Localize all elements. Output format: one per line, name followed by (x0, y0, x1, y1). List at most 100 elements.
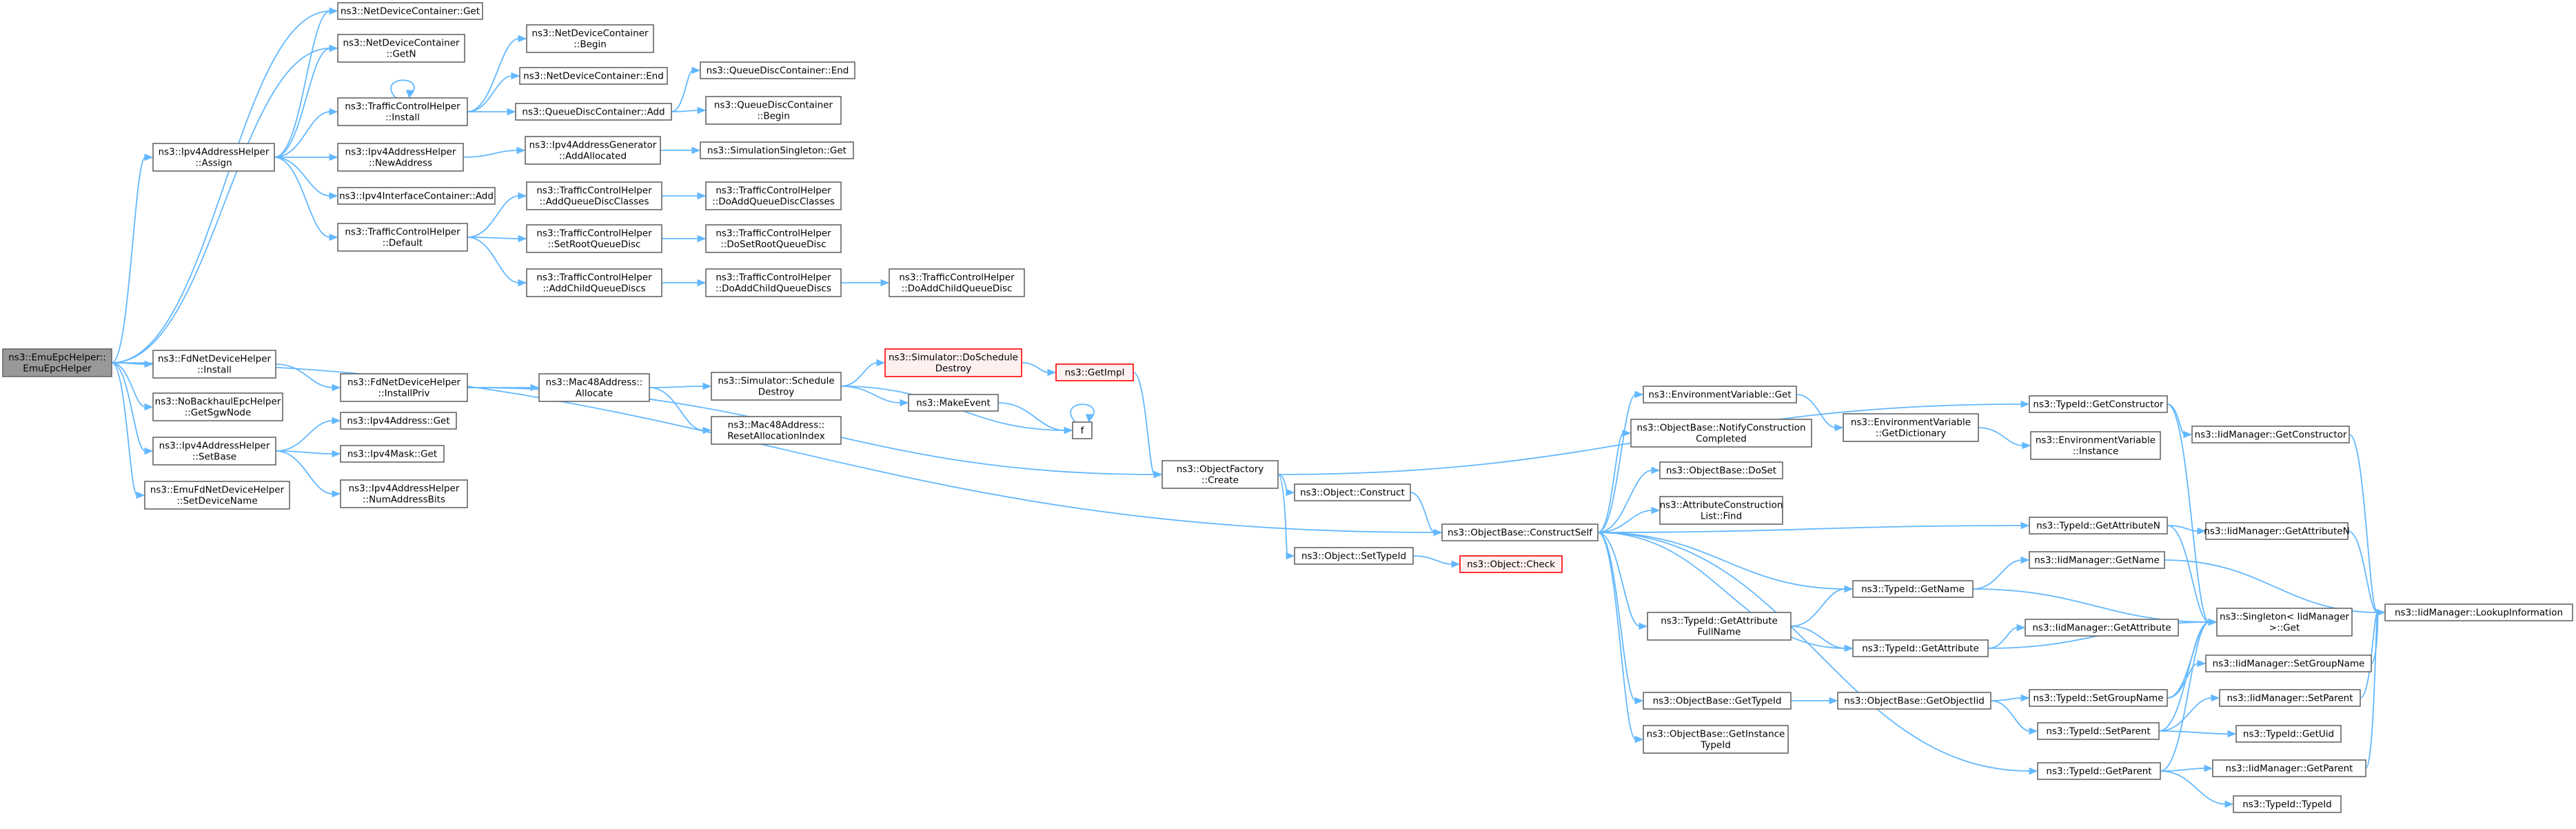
arrowhead (900, 399, 909, 407)
node-label: ResetAllocationIndex (727, 431, 824, 442)
edge-line (1990, 697, 2022, 701)
arrowhead (332, 450, 341, 458)
node-typeidsetgroupname[interactable]: ns3::TypeId::SetGroupName (2029, 689, 2168, 707)
node-qdcend[interactable]: ns3::QueueDiscContainer::End (700, 61, 855, 79)
arrowhead (144, 403, 154, 411)
node-makeevent[interactable]: ns3::MakeEvent (908, 394, 999, 412)
node-ndcend[interactable]: ns3::NetDeviceContainer::End (519, 67, 668, 85)
edge-line (649, 386, 704, 388)
node-qdcadd[interactable]: ns3::QueueDiscContainer::Add (515, 103, 672, 121)
edge-fdinstall-to-fdinstallpriv (275, 363, 341, 392)
node-typeidgetparent[interactable]: ns3::TypeId::GetParent (2037, 762, 2161, 780)
node-iidgetname[interactable]: ns3::IidManager::GetName (2029, 551, 2165, 569)
node-getimpl[interactable]: ns3::GetImpl (1055, 363, 1134, 381)
node-box (2029, 395, 2168, 413)
node-typeidgetattrn[interactable]: ns3::TypeId::GetAttributeN (2029, 517, 2168, 535)
arrowhead (1834, 423, 1844, 432)
edge-root-to-nobackhaul (111, 362, 154, 411)
node-objconstruct[interactable]: ns3::Object::Construct (1294, 483, 1411, 501)
arrowhead (2020, 521, 2030, 530)
node-objbasenotify[interactable]: ns3::ObjectBase::NotifyConstructionCompl… (1630, 419, 1812, 448)
node-tchaddqdc[interactable]: ns3::TrafficControlHelper::AddQueueDiscC… (526, 181, 662, 210)
node-typeidgetuid[interactable]: ns3::TypeId::GetUid (2235, 725, 2342, 743)
node-typeidsetparent[interactable]: ns3::TypeId::SetParent (2037, 722, 2160, 740)
node-iidgetattrn[interactable]: ns3::IidManager::GetAttributeN (2204, 522, 2350, 540)
node-iidlookup[interactable]: ns3::IidManager::LookupInformation (2384, 603, 2573, 621)
node-ipv4assign[interactable]: ns3::Ipv4AddressHelper::Assign (152, 143, 275, 172)
node-objcheck[interactable]: ns3::Object::Check (1459, 555, 1563, 573)
node-envvarget[interactable]: ns3::EnvironmentVariable::Get (1643, 386, 1797, 403)
node-emufdsetname[interactable]: ns3::EmuFdNetDeviceHelper::SetDeviceName (144, 481, 290, 510)
node-typeidgetconstructor[interactable]: ns3::TypeId::GetConstructor (2029, 395, 2168, 413)
node-ipv4addrget[interactable]: ns3::Ipv4Address::Get (340, 412, 457, 430)
node-ipv4maskget[interactable]: ns3::Ipv4Mask::Get (340, 445, 445, 463)
node-tchdefault[interactable]: ns3::TrafficControlHelper::Default (337, 223, 468, 252)
node-qdcbegin[interactable]: ns3::QueueDiscContainer::Begin (705, 96, 842, 125)
node-tchdosetroot[interactable]: ns3::TrafficControlHelper::DoSetRootQueu… (705, 224, 842, 253)
node-objfactcreate[interactable]: ns3::ObjectFactory::Create (1162, 460, 1279, 489)
node-tchdoaddchild[interactable]: ns3::TrafficControlHelper::DoAddChildQue… (889, 268, 1025, 297)
node-tchdoaddqdc[interactable]: ns3::TrafficControlHelper::DoAddQueueDis… (705, 181, 842, 210)
node-label: ns3::Ipv4AddressHelper (345, 147, 456, 158)
node-label: ns3::SimulationSingleton::Get (707, 146, 846, 157)
node-objbasedoset[interactable]: ns3::ObjectBase::DoSet (1659, 461, 1783, 479)
node-fdinstall[interactable]: ns3::FdNetDeviceHelper::Install (152, 350, 276, 379)
node-ipv4setbase[interactable]: ns3::Ipv4AddressHelper::SetBase (152, 437, 276, 466)
node-macreset[interactable]: ns3::Mac48Address::ResetAllocationIndex (711, 416, 842, 445)
node-label: ::Assign (195, 158, 232, 169)
node-ndcget[interactable]: ns3::NetDeviceContainer::Get (337, 2, 483, 20)
node-objbasegetobjectiid[interactable]: ns3::ObjectBase::GetObjectIid (1837, 692, 1991, 710)
node-label: ns3::IidManager::GetConstructor (2195, 430, 2347, 441)
node-ndcbegin[interactable]: ns3::NetDeviceContainer::Begin (526, 24, 654, 53)
node-ndcgetn[interactable]: ns3::NetDeviceContainer::GetN (337, 34, 465, 63)
node-typeidgetname[interactable]: ns3::TypeId::GetName (1852, 580, 1974, 598)
edge-line (671, 110, 699, 112)
node-f[interactable]: f (1072, 421, 1093, 439)
node-label: ns3::IidManager::SetGroupName (2213, 659, 2365, 670)
node-root[interactable]: ns3::EmuEpcHelper::EmuEpcHelper (2, 348, 112, 377)
node-singletonget[interactable]: ns3::Singleton< IidManager>::Get (2216, 608, 2353, 637)
node-tchinstall[interactable]: ns3::TrafficControlHelper::Install (337, 97, 468, 126)
node-typeidgetattr[interactable]: ns3::TypeId::GetAttribute (1852, 639, 1989, 657)
node-iidgetconstructor[interactable]: ns3::IidManager::GetConstructor (2191, 426, 2350, 443)
node-box (1055, 363, 1134, 381)
node-envvarinstance[interactable]: ns3::EnvironmentVariable::Instance (2030, 431, 2161, 460)
node-objsettypeid[interactable]: ns3::Object::SetTypeId (1294, 547, 1414, 565)
edge-objconstruct-to-objbaseconstructself (1410, 492, 1443, 537)
node-ipv4newaddr[interactable]: ns3::Ipv4AddressHelper::NewAddress (337, 143, 464, 172)
node-tchsetroot[interactable]: ns3::TrafficControlHelper::SetRootQueueD… (526, 224, 662, 253)
edge-line (467, 38, 520, 112)
arrowhead (1844, 585, 1854, 593)
edge-qdcadd-to-qdcend (671, 66, 701, 112)
node-iidgetparent[interactable]: ns3::IidManager::GetParent (2212, 759, 2366, 777)
node-ipv4numbits[interactable]: ns3::Ipv4AddressHelper::NumAddressBits (340, 479, 468, 508)
arrowhead (1153, 470, 1163, 479)
node-label: ns3::Ipv4AddressHelper (159, 441, 270, 452)
node-objbaseconstructself[interactable]: ns3::ObjectBase::ConstructSelf (1441, 523, 1599, 541)
node-nobackhaul[interactable]: ns3::NoBackhaulEpcHelper::GetSgwNode (152, 392, 283, 421)
node-label: ns3::Mac48Address:: (546, 377, 643, 388)
node-simsingleton[interactable]: ns3::SimulationSingleton::Get (700, 141, 854, 159)
node-iidsetgroupname[interactable]: ns3::IidManager::SetGroupName (2205, 655, 2372, 672)
node-ipv4genadd[interactable]: ns3::Ipv4AddressGenerator::AddAllocated (525, 136, 661, 165)
node-box (525, 136, 661, 165)
node-iidgetattr[interactable]: ns3::IidManager::GetAttribute (2025, 619, 2179, 637)
node-envvargetdict[interactable]: ns3::EnvironmentVariable::GetDictionary (1843, 413, 1979, 442)
node-box (340, 373, 468, 402)
node-label: ns3::QueueDiscContainer::End (707, 66, 849, 77)
edge-line (1597, 532, 2031, 772)
node-macallocate[interactable]: ns3::Mac48Address::Allocate (538, 373, 650, 402)
node-ipv4ifcadd[interactable]: ns3::Ipv4InterfaceContainer::Add (337, 187, 496, 205)
node-tchdoaddchildren[interactable]: ns3::TrafficControlHelper::DoAddChildQue… (705, 268, 842, 297)
node-box (1441, 523, 1599, 541)
node-typeidtypeid[interactable]: ns3::TypeId::TypeId (2233, 795, 2342, 813)
node-iidsetparent[interactable]: ns3::IidManager::SetParent (2219, 689, 2361, 707)
node-fdinstallpriv[interactable]: ns3::FdNetDeviceHelper::InstallPriv (340, 373, 468, 402)
node-tchaddchild[interactable]: ns3::TrafficControlHelper::AddChildQueue… (526, 268, 662, 297)
node-objbasegettypeid[interactable]: ns3::ObjectBase::GetTypeId (1643, 692, 1792, 710)
